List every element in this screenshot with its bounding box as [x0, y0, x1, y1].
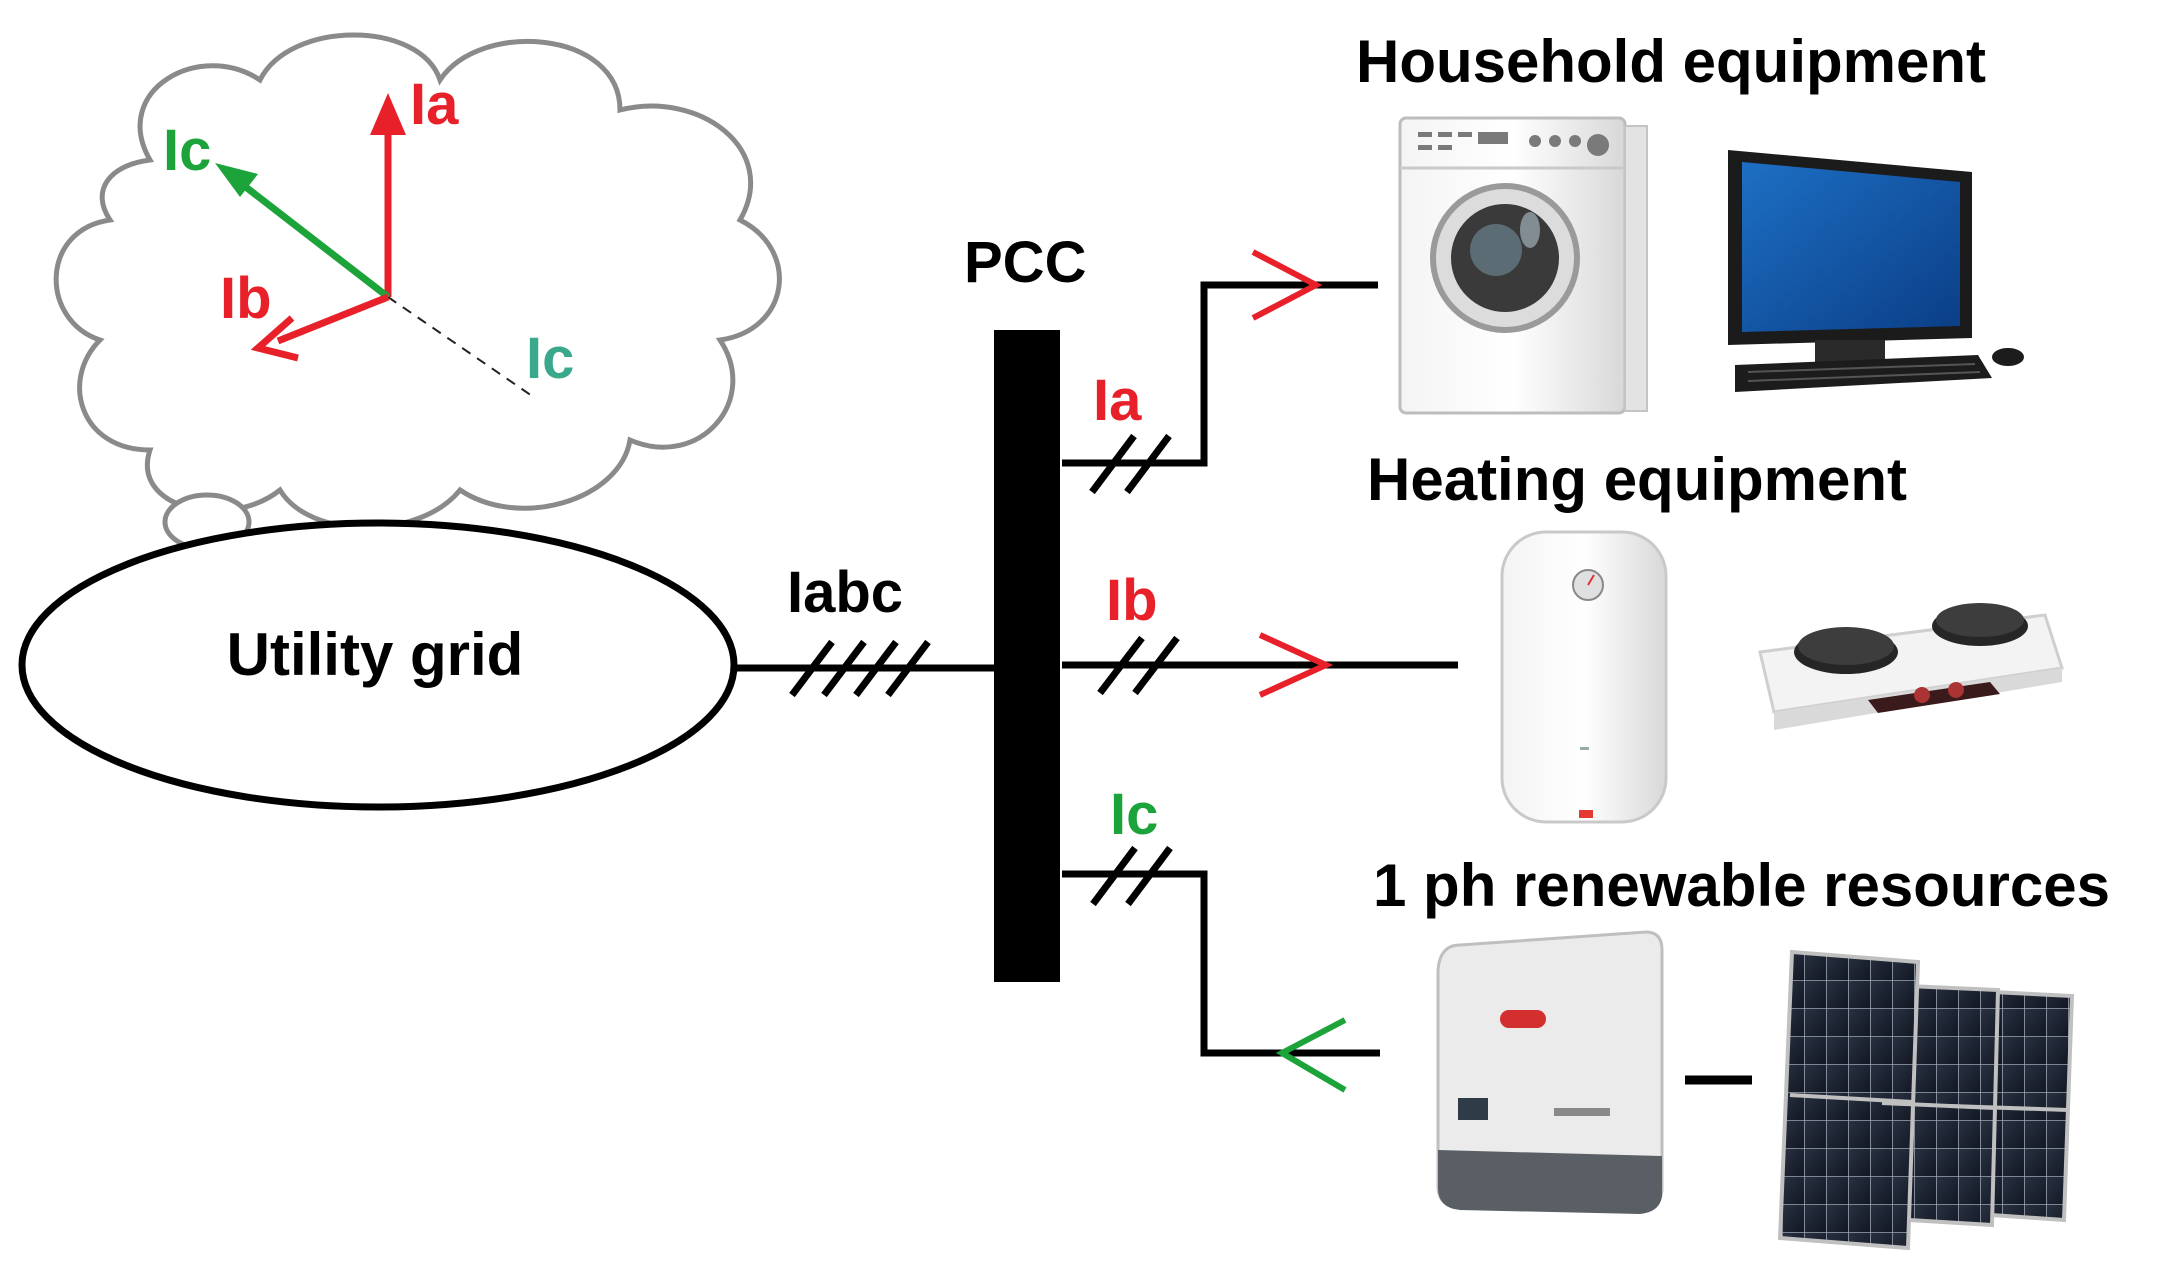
branch-a-arrow: [1251, 249, 1323, 321]
pcc-busbar: [994, 330, 1060, 982]
desktop-computer-icon: [1728, 150, 2024, 392]
branch-b-arrow: [1258, 632, 1334, 698]
feeder: Iabc: [734, 560, 996, 698]
ic-reference-dashed: [387, 296, 536, 399]
phasor-ib-label: Ib: [220, 266, 272, 331]
branch-b-label: Ib: [1106, 568, 1158, 633]
hot-plate-icon: [1758, 603, 2064, 730]
water-heater-icon: [1500, 530, 1668, 824]
phasor-diagram: Ia Ic Ib Ic: [163, 72, 574, 399]
phasor-ic-head: [215, 163, 258, 197]
phasor-ia-label: Ia: [410, 72, 459, 137]
branch-c-arrow: [1275, 1017, 1347, 1093]
phasor-ic-ref-label: Ic: [526, 326, 574, 391]
branch-c: Ic: [1062, 782, 1380, 1093]
solar-panels-icon: [1777, 949, 2075, 1251]
renewables-title: 1 ph renewable resources: [1373, 852, 2110, 919]
branch-c-line: [1062, 870, 1380, 1057]
utility-grid-label: Utility grid: [227, 621, 524, 688]
feeder-label: Iabc: [787, 560, 903, 625]
household-title: Household equipment: [1356, 28, 1986, 95]
heating-title: Heating equipment: [1367, 446, 1907, 513]
utility-grid: Utility grid: [18, 519, 738, 811]
phasor-ic-arrow: [235, 178, 391, 300]
phasor-ib-arrow: [276, 293, 390, 345]
pcc-bus: PCC: [964, 230, 1086, 982]
pcc-label: PCC: [964, 230, 1086, 295]
washing-machine-icon: [1398, 116, 1648, 415]
cloud-outline: [53, 32, 782, 530]
branch-c-label: Ic: [1110, 782, 1158, 847]
branch-a-line: [1062, 281, 1378, 467]
phasor-ib-head: [250, 315, 299, 362]
branch-a-label: Ia: [1093, 368, 1142, 433]
branch-b: Ib: [1062, 568, 1458, 698]
branch-a: Ia: [1062, 249, 1378, 495]
phasor-ia-head: [370, 93, 406, 135]
pv-inverter-icon: [1436, 930, 1664, 1214]
feeder-3ph-ticks: [789, 639, 931, 698]
phasor-ic-label: Ic: [163, 118, 211, 183]
